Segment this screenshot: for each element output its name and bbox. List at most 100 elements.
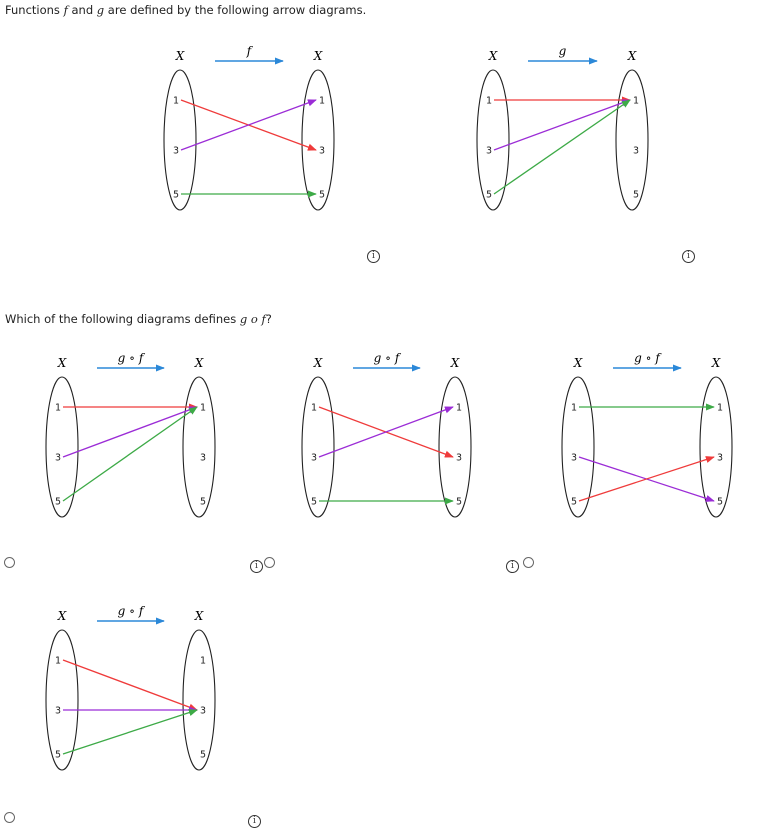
- codomain-set-label: X: [627, 49, 637, 63]
- info-glyph: i: [253, 816, 256, 826]
- codomain-element-5: 5: [717, 497, 723, 508]
- mapping-arrow-5-to-3: [578, 456, 715, 502]
- domain-set-ellipse: [301, 376, 335, 518]
- domain-element-5: 5: [55, 497, 61, 508]
- function-label: g: [559, 44, 567, 58]
- codomain-element-3: 3: [200, 706, 206, 717]
- codomain-element-5: 5: [200, 750, 206, 761]
- domain-element-3: 3: [55, 706, 61, 717]
- codomain-set-label: X: [313, 49, 323, 63]
- domain-element-1: 1: [571, 403, 577, 414]
- codomain-element-1: 1: [456, 403, 462, 414]
- codomain-set-ellipse: [699, 376, 733, 518]
- intro-text-and: and: [67, 3, 97, 17]
- info-glyph: i: [511, 561, 514, 571]
- codomain-element-5: 5: [319, 190, 325, 201]
- question-expression: g o f: [239, 312, 266, 326]
- codomain-element-1: 1: [319, 96, 325, 107]
- arrow-diagram-option-4: X Xg ∘ f 1 3 5 1 3 5: [45, 604, 216, 771]
- info-glyph: i: [687, 251, 690, 261]
- answer-radio-option-1[interactable]: [4, 557, 15, 568]
- domain-element-3: 3: [55, 453, 61, 464]
- domain-element-5: 5: [55, 750, 61, 761]
- domain-element-3: 3: [571, 453, 577, 464]
- question-text-a: Which of the following diagrams defines: [5, 312, 240, 326]
- intro-text-a: Functions: [5, 3, 64, 17]
- answer-radio-option-2[interactable]: [264, 557, 275, 568]
- domain-set-ellipse: [45, 376, 79, 518]
- codomain-set-ellipse: [182, 629, 216, 771]
- mapping-arrow-5-to-3: [62, 709, 198, 755]
- codomain-element-1: 1: [200, 403, 206, 414]
- domain-set-label: X: [573, 356, 583, 370]
- domain-set-label: X: [488, 49, 498, 63]
- domain-set-label: X: [57, 609, 67, 623]
- info-icon[interactable]: i: [367, 250, 380, 263]
- codomain-element-5: 5: [633, 190, 639, 201]
- mapping-arrow-3-to-1: [493, 99, 631, 151]
- codomain-set-ellipse: [182, 376, 216, 518]
- domain-element-5: 5: [173, 190, 179, 201]
- codomain-set-label: X: [711, 356, 721, 370]
- domain-element-3: 3: [173, 146, 179, 157]
- codomain-element-3: 3: [717, 453, 723, 464]
- info-glyph: i: [372, 251, 375, 261]
- arrow-diagram-f: X Xf 1 3 5 1 3 5: [163, 44, 335, 211]
- codomain-element-3: 3: [456, 453, 462, 464]
- answer-radio-option-4[interactable]: [4, 812, 15, 823]
- domain-element-5: 5: [486, 190, 492, 201]
- info-icon[interactable]: i: [682, 250, 695, 263]
- info-glyph: i: [255, 561, 258, 571]
- problem-statement: Functions f and g are defined by the fol…: [5, 3, 366, 17]
- domain-set-ellipse: [561, 376, 595, 518]
- codomain-set-label: X: [194, 356, 204, 370]
- domain-element-1: 1: [311, 403, 317, 414]
- domain-element-1: 1: [55, 656, 61, 667]
- function-f-label: f: [63, 3, 68, 17]
- mapping-arrow-5-to-1: [493, 99, 631, 195]
- domain-set-label: X: [57, 356, 67, 370]
- domain-set-ellipse: [163, 69, 197, 211]
- arrow-diagram-option-1: X Xg ∘ f 1 3 5 1 3 5: [45, 351, 216, 518]
- function-label: g ∘ f: [118, 604, 146, 618]
- codomain-element-3: 3: [633, 146, 639, 157]
- codomain-element-1: 1: [200, 656, 206, 667]
- codomain-set-ellipse: [615, 69, 649, 211]
- info-icon[interactable]: i: [506, 560, 519, 573]
- intro-text-rest: are defined by the following arrow diagr…: [104, 3, 367, 17]
- mapping-arrow-3-to-1: [318, 406, 454, 458]
- domain-element-3: 3: [486, 146, 492, 157]
- domain-element-1: 1: [173, 96, 179, 107]
- function-g-label: g: [96, 3, 105, 17]
- domain-element-5: 5: [311, 497, 317, 508]
- question-end: ?: [265, 312, 272, 326]
- codomain-element-3: 3: [319, 146, 325, 157]
- mapping-arrow-1-to-3: [62, 659, 198, 711]
- answer-radio-option-3[interactable]: [523, 557, 534, 568]
- function-label: f: [246, 44, 254, 58]
- mapping-arrow-5-to-1: [62, 406, 198, 502]
- domain-set-ellipse: [45, 629, 79, 771]
- domain-set-label: X: [175, 49, 185, 63]
- domain-element-3: 3: [311, 453, 317, 464]
- function-label: g ∘ f: [634, 351, 662, 365]
- codomain-set-ellipse: [438, 376, 472, 518]
- domain-element-1: 1: [55, 403, 61, 414]
- codomain-element-5: 5: [456, 497, 462, 508]
- codomain-set-label: X: [194, 609, 204, 623]
- codomain-set-label: X: [450, 356, 460, 370]
- mapping-arrow-3-to-1: [62, 406, 198, 458]
- domain-element-5: 5: [571, 497, 577, 508]
- question-text: Which of the following diagrams defines …: [5, 312, 272, 326]
- info-icon[interactable]: i: [248, 815, 261, 828]
- info-icon[interactable]: i: [250, 560, 263, 573]
- function-label: g ∘ f: [118, 351, 146, 365]
- domain-element-1: 1: [486, 96, 492, 107]
- codomain-element-3: 3: [200, 453, 206, 464]
- mapping-arrow-3-to-1: [180, 99, 317, 151]
- codomain-element-5: 5: [200, 497, 206, 508]
